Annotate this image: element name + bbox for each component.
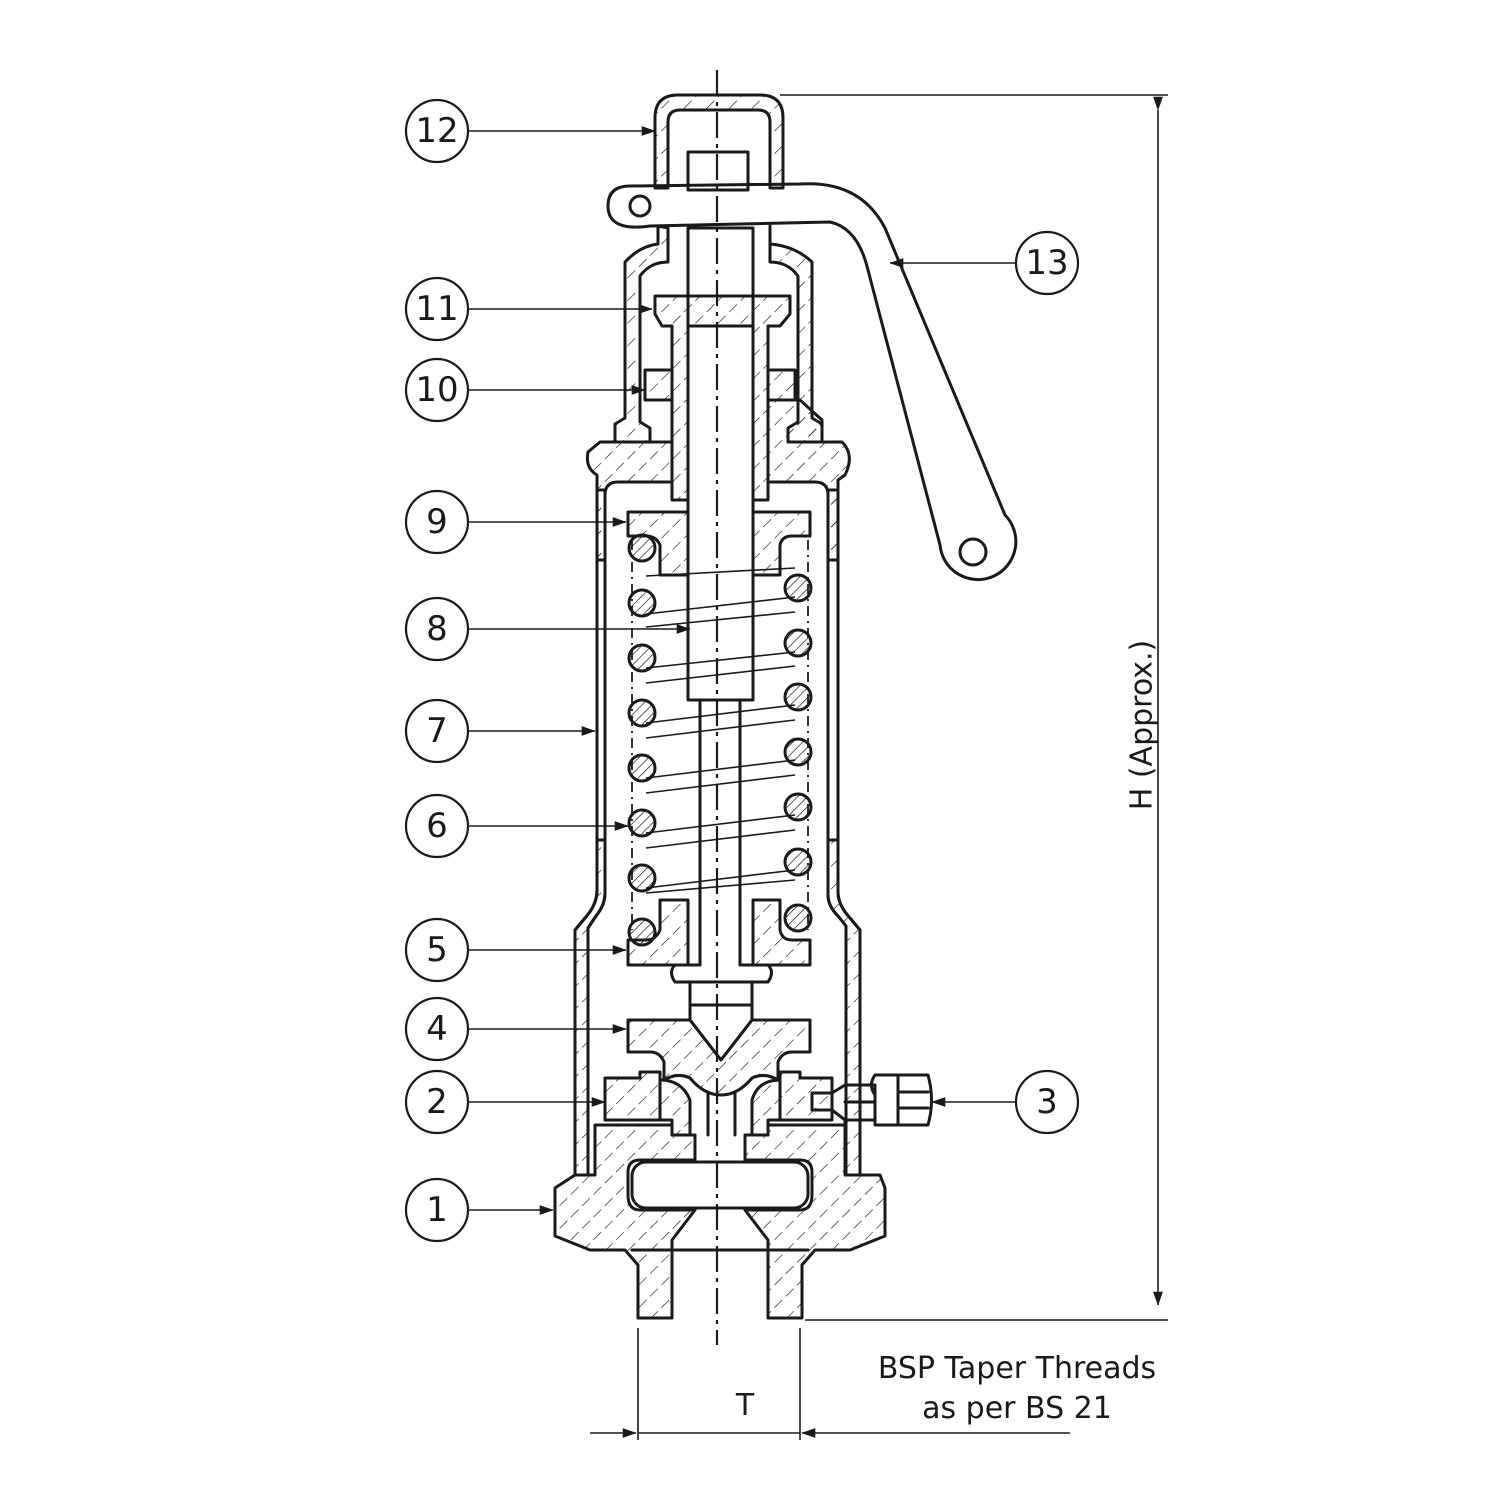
callout-upper-spring-plate: 9 [404,489,627,555]
callout-lower-spring-plate: 5 [404,917,627,983]
height-dimension-label: H (Approx.) [1125,640,1160,811]
callout-number: 13 [1025,243,1068,283]
callout-number: 7 [426,711,448,751]
callout-bubble [1014,230,1080,296]
disc-holder-part [626,1018,812,1097]
bonnet-body-part [573,488,862,1177]
callout-disc-holder: 4 [404,996,627,1062]
callout-locking-screw: 3 [931,1069,1080,1135]
callout-bubble [404,996,470,1062]
lifting-lever-part [606,182,1018,582]
lock-nut-part [643,368,797,402]
callout-bubble [404,357,470,423]
callout-lifting-lever: 13 [889,230,1080,296]
callout-bubble [404,698,470,764]
callout-nozzle-ring: 2 [404,1069,606,1135]
callout-bubble [404,1069,470,1135]
callout-spindle: 8 [404,596,691,662]
callout-group: 12 11 10 9 8 7 6 5 4 2 1 13 3 [404,98,1080,1243]
callout-bubble [404,489,470,555]
lower-spring-plate-part [626,898,812,967]
callout-cap: 12 [404,98,656,164]
callout-bubble [404,1177,470,1243]
callout-inlet-nozzle-body: 1 [404,1177,554,1243]
spring-part [627,533,813,947]
callout-number: 4 [426,1009,448,1049]
nozzle-ring-part [603,1070,834,1137]
thread-dimension [590,1328,1070,1440]
callout-number: 12 [415,111,458,151]
callout-bubble [404,276,470,342]
callout-bubble [404,596,470,662]
callout-bonnet-body: 7 [404,698,596,764]
callout-number: 11 [415,289,458,329]
callout-lock-nut: 10 [404,357,646,423]
callout-number: 8 [426,609,448,649]
inlet-body-part [553,1123,887,1320]
spindle-part [670,226,773,1062]
callout-bubble [404,917,470,983]
callout-bubble [1014,1069,1080,1135]
thread-dimension-label: T [735,1388,755,1423]
callout-spring: 6 [404,793,629,859]
cap-part [653,93,785,192]
callout-number: 10 [415,370,458,410]
thread-note-line2: as per BS 21 [922,1391,1112,1426]
callout-number: 5 [426,930,448,970]
callout-number: 2 [426,1082,448,1122]
callout-spindle-nut: 11 [404,276,653,342]
locking-screw-part [810,1073,933,1137]
callout-number: 9 [426,502,448,542]
callout-number: 3 [1036,1082,1058,1122]
callout-number: 1 [426,1190,448,1230]
callout-number: 6 [426,806,448,846]
callout-bubble [404,793,470,859]
callout-bubble [404,98,470,164]
thread-note-line1: BSP Taper Threads [878,1351,1156,1386]
height-dimension [780,94,1168,1321]
